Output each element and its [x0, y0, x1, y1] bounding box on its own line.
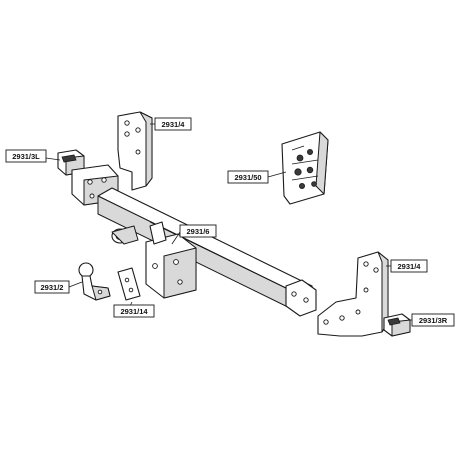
- part-label-2931-6: 2931/6: [179, 224, 217, 238]
- svg-text:2931/3L: 2931/3L: [12, 152, 40, 161]
- svg-text:2931/50: 2931/50: [234, 173, 261, 182]
- receiver-tube: [111, 225, 139, 245]
- tow-ball: [78, 262, 111, 301]
- bolt-kit-bag: [281, 131, 329, 205]
- right-vertical-bracket: [317, 251, 389, 337]
- part-label-2931-4-upper: 2931/4: [154, 117, 192, 131]
- right-side-plate: [383, 313, 411, 337]
- part-label-2931-50: 2931/50: [227, 170, 269, 184]
- centre-tow-plate: [145, 221, 197, 299]
- spacer-plate: [117, 267, 141, 301]
- leader-lines: [45, 123, 412, 321]
- svg-text:2931/3R: 2931/3R: [419, 316, 448, 325]
- part-label-2931-3l: 2931/3L: [5, 149, 47, 163]
- svg-text:2931/4: 2931/4: [398, 262, 422, 271]
- part-label-2931-4-right: 2931/4: [390, 259, 428, 273]
- part-label-2931-2: 2931/2: [34, 280, 70, 294]
- svg-text:2931/6: 2931/6: [187, 227, 210, 236]
- part-label-2931-3r: 2931/3R: [411, 313, 455, 327]
- svg-text:2931/2: 2931/2: [41, 283, 64, 292]
- left-vertical-bracket: [117, 111, 153, 191]
- right-end-mounting-plate: [285, 279, 317, 317]
- part-label-2931-14: 2931/14: [113, 304, 155, 318]
- svg-text:2931/14: 2931/14: [120, 307, 148, 316]
- svg-text:2931/4: 2931/4: [162, 120, 186, 129]
